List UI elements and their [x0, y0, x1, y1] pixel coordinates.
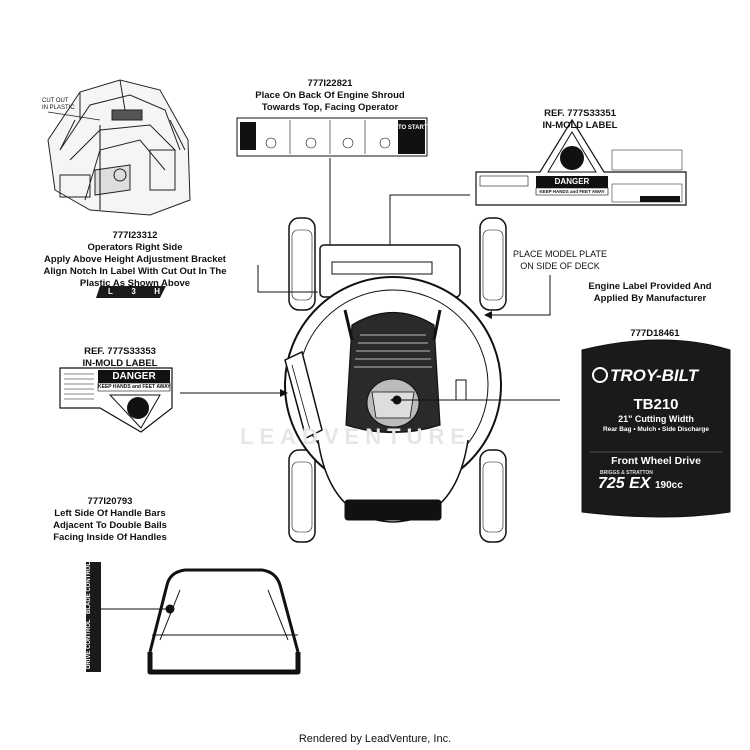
- shroud-line2: Towards Top, Facing Operator: [261, 102, 399, 113]
- model-plate-leader: [490, 275, 551, 316]
- right-side-line2: Apply Above Height Adjustment Bracket: [44, 254, 226, 265]
- height-decal-values: L 3 H: [108, 287, 160, 296]
- height-high: H: [154, 287, 160, 296]
- mold-right-callout: REF. 777S33351 IN-MOLD LABEL: [515, 108, 645, 132]
- right-side-line1: Operators Right Side: [87, 242, 183, 253]
- engine-series: 725: [598, 475, 625, 492]
- handle-decal: [86, 562, 101, 672]
- model-plate-line1: PLACE MODEL PLATE: [512, 249, 608, 259]
- danger-right-subtitle: KEEP HANDS and FEET AWAY: [539, 189, 605, 194]
- engine-ex: EX: [629, 475, 651, 492]
- model-plate-callout: PLACE MODEL PLATE ON SIDE OF DECK: [500, 248, 620, 272]
- handle-part-number: 777I20793: [87, 496, 133, 507]
- right-side-line3: Align Notch In Label With Cut Out In The: [43, 266, 227, 277]
- danger-label-right: [475, 118, 687, 206]
- deck-side-illustration: [47, 79, 191, 216]
- footer-credit: Rendered by LeadVenture, Inc.: [298, 733, 452, 745]
- mold-right-line1: IN-MOLD LABEL: [542, 120, 618, 131]
- brand-part-number: 777D18461: [630, 328, 680, 339]
- mold-right-part-number: REF. 777S33351: [544, 108, 616, 119]
- right-side-part-number: 777I23312: [112, 230, 158, 241]
- engine-series-row: 725 EX 190cc: [598, 475, 718, 493]
- mold-left-callout: REF. 777S33353 IN-MOLD LABEL: [60, 346, 180, 370]
- handle-line1: Left Side Of Handle Bars: [54, 508, 166, 519]
- cutout-line2: IN PLASTIC: [42, 105, 75, 111]
- brand-name: TROY-BILT: [610, 366, 699, 385]
- height-mid: 3: [131, 287, 136, 296]
- cutout-label: CUT OUT IN PLASTIC: [42, 98, 75, 112]
- brand-drive: Front Wheel Drive: [611, 455, 701, 467]
- right-side-callout: 777I23312 Operators Right Side Apply Abo…: [40, 230, 230, 290]
- brand-features: Rear Bag • Mulch • Side Discharge: [602, 426, 710, 433]
- shroud-line1: Place On Back Of Engine Shroud: [255, 90, 405, 101]
- brand-cutting-width: 21" Cutting Width: [618, 414, 694, 424]
- danger-label-left: [59, 367, 173, 433]
- danger-left-subtitle: KEEP HANDS and FEET AWAY: [98, 384, 171, 390]
- handle-callout: 777I20793 Left Side Of Handle Bars Adjac…: [40, 496, 180, 544]
- right-side-line4: Plastic As Shown Above: [79, 278, 191, 289]
- handle-line2: Adjacent To Double Bails: [53, 520, 167, 531]
- cutout-line1: CUT OUT: [42, 98, 69, 104]
- engine-line2: Applied By Manufacturer: [593, 293, 707, 304]
- handle-bar-illustration: [147, 568, 301, 675]
- height-low: L: [108, 287, 113, 296]
- right-side-leader: [257, 265, 318, 293]
- to-start-text: TO START: [398, 125, 428, 131]
- brand-model: TB210: [633, 396, 679, 413]
- mower-illustration: [284, 217, 507, 543]
- shroud-part-number: 777I22821: [307, 78, 353, 89]
- watermark: LEADVENTURE: [240, 424, 472, 449]
- shroud-callout: 777I22821 Place On Back Of Engine Shroud…: [230, 78, 430, 114]
- height-decal: [96, 286, 166, 298]
- engine-line1: Engine Label Provided And: [588, 281, 712, 292]
- engine-callout: Engine Label Provided And Applied By Man…: [575, 281, 725, 305]
- danger-left-title: DANGER: [112, 371, 156, 382]
- engine-brand: BRIGGS & STRATTON: [600, 470, 653, 476]
- danger-right-title: DANGER: [554, 177, 590, 186]
- brand-label: [581, 339, 731, 518]
- model-plate-line2: ON SIDE OF DECK: [520, 261, 600, 271]
- drive-control-text: DRIVE CONTROL: [86, 619, 92, 669]
- blade-control-text: BLADE CONTROL: [86, 562, 92, 614]
- handle-line3: Facing Inside Of Handles: [53, 532, 167, 543]
- engine-cc: 190cc: [654, 480, 683, 491]
- shroud-label-decal: [236, 117, 428, 157]
- mold-left-part-number: REF. 777S33353: [84, 346, 156, 357]
- mold-left-line1: IN-MOLD LABEL: [82, 358, 158, 369]
